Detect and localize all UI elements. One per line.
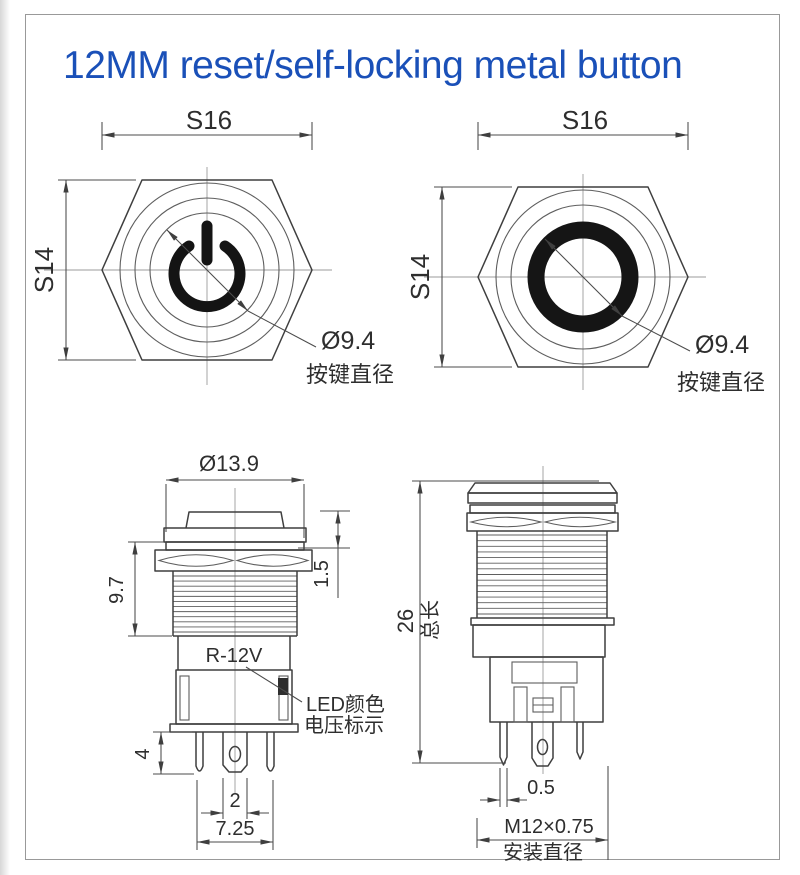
switch-body: [175, 669, 293, 725]
dim-pin-length-label: 4: [132, 748, 154, 759]
dim-total-length-caption: 总长: [419, 600, 442, 640]
bezel-circle: [495, 189, 671, 365]
body-base: [169, 723, 299, 733]
front-view-power: S16 S14 Ø9.4 按键直径: [29, 105, 394, 387]
dim-s14-label: S14: [405, 254, 435, 300]
body-collar: [470, 617, 615, 626]
dim-head-height-label: 1.5: [311, 560, 333, 588]
dim-pin-pitch-label: 2: [229, 790, 240, 812]
thread-section: [477, 534, 607, 615]
bezel-inner-circle: [510, 204, 656, 350]
leader-line: [621, 315, 691, 352]
leader-line: [247, 310, 317, 348]
nut-facet: [468, 516, 544, 528]
dim-dia-caption: 按键直径: [677, 370, 765, 395]
pin-right: [576, 722, 584, 760]
dim-line-dia: [166, 229, 249, 312]
switch-body-lower: [489, 656, 604, 723]
dim-dia-label: Ø9.4: [695, 331, 749, 359]
bezel-inner-circle: [134, 197, 280, 343]
led-note-line1: LED颜色: [306, 693, 385, 716]
dim-pin-thickness-label: 0.5: [527, 777, 555, 799]
head-top-disc: [467, 482, 618, 494]
button-plateau: [185, 511, 285, 529]
side-latch: [179, 675, 190, 721]
side-view-locking: 26 总长 0.5 M12×0.75 安装直径: [393, 466, 619, 864]
side-view-reset: Ø13.9 R-12V LED颜色 电压标示: [106, 451, 385, 850]
page-title: 12MM reset/self-locking metal button: [63, 44, 683, 87]
nut-facet: [157, 554, 235, 567]
pin-center: [531, 722, 554, 767]
dim-s16-label: S16: [562, 105, 608, 135]
dim-thread-length-label: 9.7: [106, 576, 128, 604]
pin-left: [499, 722, 508, 766]
hex-nut: [466, 512, 619, 532]
dim-thread-spec-label: M12×0.75: [504, 816, 594, 838]
product-spec-card: [25, 14, 780, 860]
pin-right: [266, 732, 275, 772]
pin-hole: [228, 745, 242, 763]
nut-facet: [542, 516, 618, 528]
dim-mount-caption: 安装直径: [503, 841, 583, 864]
dim-dia-caption: 按键直径: [306, 362, 394, 387]
switch-body-upper: [472, 624, 606, 658]
led-note-line2: 电压标示: [304, 714, 384, 737]
dim-head-dia-label: Ø13.9: [199, 451, 259, 476]
side-latch: [278, 675, 289, 721]
pin-center: [222, 732, 248, 773]
page-edge-shadow: [0, 0, 10, 875]
leader-line: [245, 666, 303, 703]
dim-total-length-label: 26: [393, 609, 418, 633]
button-face-circle: [149, 212, 265, 328]
dim-s14-label: S14: [29, 247, 59, 293]
dim-dia-label: Ø9.4: [321, 327, 375, 355]
bezel-circle: [119, 182, 295, 358]
led-ring-icon: [527, 221, 639, 333]
dim-pin-span-label: 7.25: [216, 818, 255, 840]
head-washer: [469, 504, 616, 514]
hex-nut-outline: [101, 179, 313, 361]
pin-hole: [536, 738, 549, 756]
side-prong: [513, 686, 528, 723]
pin-left: [195, 732, 204, 772]
front-view-ring: S16 S14 Ø9.4 按键直径: [405, 105, 765, 395]
dim-line-dia: [544, 238, 623, 317]
thread-section: [173, 575, 297, 633]
head-band: [467, 492, 618, 504]
body-marking-label: R-12V: [206, 645, 263, 667]
dim-s16-label: S16: [186, 105, 232, 135]
hex-nut: [154, 549, 313, 572]
nut-facet: [235, 554, 310, 567]
body-window: [511, 661, 578, 684]
side-prong: [560, 686, 575, 723]
hex-nut-outline: [477, 186, 689, 368]
marking-patch: [278, 678, 288, 695]
